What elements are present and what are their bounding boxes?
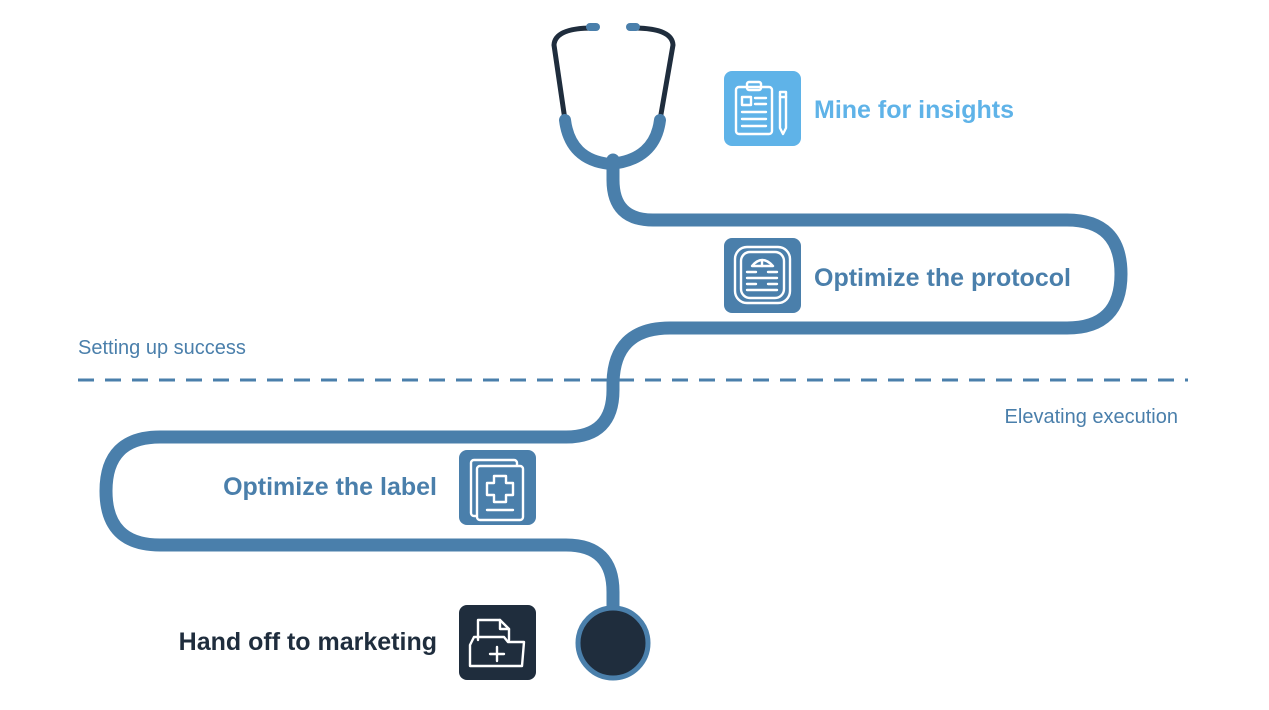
- headset-tube-left: [551, 25, 596, 123]
- step-mine-for-insights: Mine for insights: [724, 71, 1014, 146]
- medical-label-icon: [469, 458, 525, 522]
- stethoscope-tube-path: [99, 153, 1128, 617]
- step-label: Optimize the label: [223, 473, 437, 501]
- protocol-document-icon: [733, 245, 792, 305]
- step-optimize-label: Optimize the label: [223, 450, 536, 525]
- folder-plus-icon: [468, 618, 526, 668]
- step-hand-off-marketing: Hand off to marketing: [179, 605, 536, 680]
- earpiece-right: [626, 23, 640, 31]
- headset-tube-right: [630, 25, 676, 123]
- zone-label-lower: Elevating execution: [1005, 406, 1178, 428]
- zone-label-upper: Setting up success: [78, 337, 246, 359]
- step-icon-box: [724, 71, 801, 146]
- step-label: Hand off to marketing: [179, 628, 437, 656]
- chest-piece: [575, 605, 651, 681]
- step-label: Optimize the protocol: [814, 264, 1071, 292]
- step-label: Mine for insights: [814, 96, 1014, 124]
- earpiece-left: [586, 23, 600, 31]
- stethoscope-headset-icon: [551, 23, 676, 171]
- step-optimize-protocol: Optimize the protocol: [724, 238, 1071, 313]
- clipboard-pencil-icon: [734, 80, 788, 136]
